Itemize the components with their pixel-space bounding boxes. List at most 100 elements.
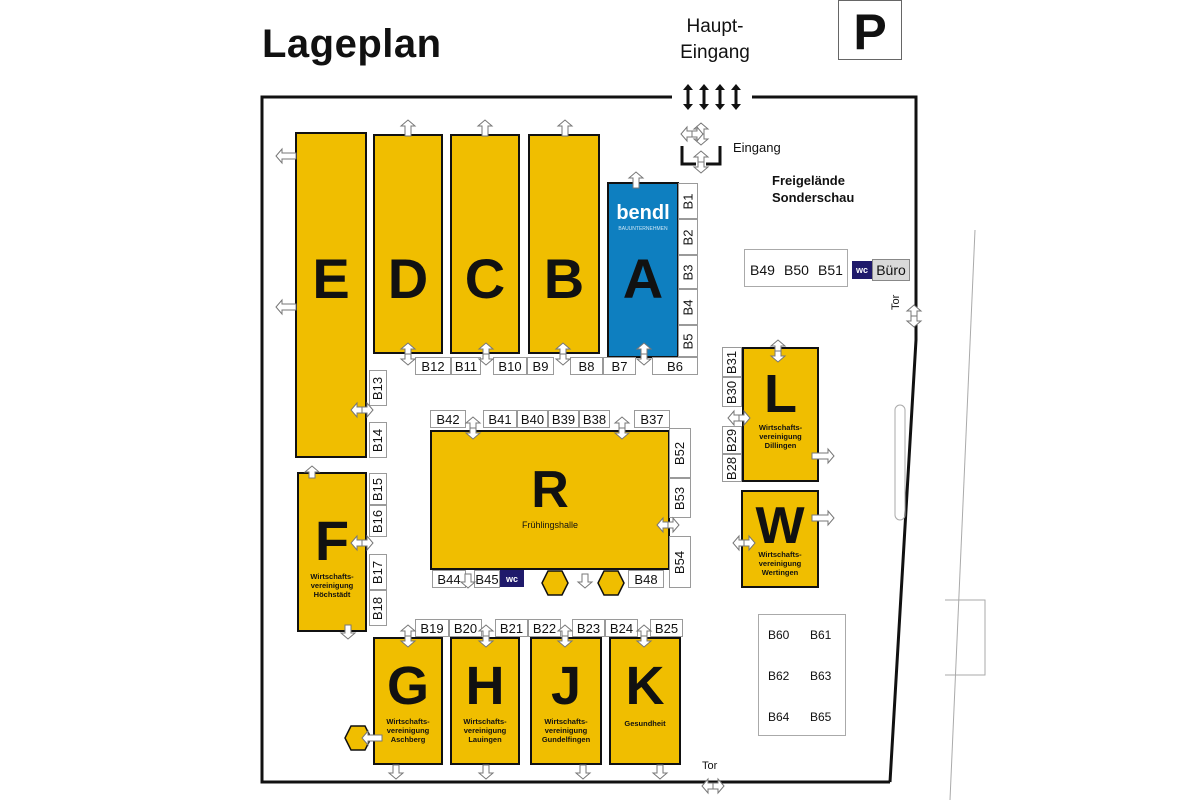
hall-a[interactable]: bendl BAUUNTERNEHMEN A [607,182,679,358]
booth-b3[interactable]: B3 [678,255,698,289]
booth-b63[interactable]: B63 [810,669,832,683]
booth-b49[interactable]: B49 [750,262,775,278]
booth-b2[interactable]: B2 [678,219,698,255]
booth-b31[interactable]: B31 [722,347,742,377]
booth-b8[interactable]: B8 [570,357,603,375]
wc-icon: wc [852,261,872,279]
office-label: Büro [872,259,910,281]
booth-label: B17 [370,560,386,584]
hall-k[interactable]: K Gesundheit [609,637,681,765]
booth-b30[interactable]: B30 [722,377,742,407]
booth-b14[interactable]: B14 [369,422,387,458]
booth-b24[interactable]: B24 [605,619,638,637]
booth-label: B3 [680,264,696,280]
hexagon-marker-icon [541,570,569,596]
booth-label: B40 [520,411,545,427]
booth-label: B24 [609,620,634,636]
booth-b41[interactable]: B41 [483,410,517,428]
booth-b20[interactable]: B20 [449,619,482,637]
booth-b39[interactable]: B39 [548,410,579,428]
booth-b4[interactable]: B4 [678,289,698,325]
hall-l[interactable]: L Wirtschafts- vereinigung Dillingen [742,347,819,482]
gate-label-south: Tor [702,760,718,772]
hall-r[interactable]: R Frühlingshalle [430,430,670,570]
booth-b19[interactable]: B19 [415,619,449,637]
booth-b5[interactable]: B5 [678,325,698,357]
booth-b62[interactable]: B62 [768,669,790,683]
booth-b54[interactable]: B54 [669,536,691,588]
hall-c[interactable]: C [450,134,520,354]
hall-b[interactable]: B [528,134,600,354]
hall-b-letter: B [543,247,585,310]
door-arrow-icon [477,764,495,780]
hall-h-subtitle: Wirtschafts- vereinigung Lauingen [463,717,507,744]
booth-label: B54 [672,550,688,574]
hexagon-marker-icon [597,570,625,596]
booth-b28[interactable]: B28 [722,454,742,482]
booth-b18[interactable]: B18 [369,590,387,626]
hall-w-subtitle: Wirtschafts- vereinigung Wertingen [758,550,802,577]
booth-label: B14 [370,428,386,452]
booth-b1[interactable]: B1 [678,183,698,219]
hall-g-subtitle: Wirtschafts- vereinigung Aschberg [386,717,430,744]
booth-b38[interactable]: B38 [579,410,610,428]
booth-b53[interactable]: B53 [669,478,691,518]
door-arrow-icon [477,353,495,366]
hall-l-letter: L [764,364,797,424]
door-arrow-icon [464,416,482,429]
booth-b12[interactable]: B12 [415,357,451,375]
booth-b50[interactable]: B50 [784,262,809,278]
booth-b15[interactable]: B15 [369,473,387,505]
booth-b51[interactable]: B51 [818,262,843,278]
booth-b22[interactable]: B22 [528,619,561,637]
booth-b21[interactable]: B21 [495,619,528,637]
hall-d[interactable]: D [373,134,443,354]
door-arrow-icon [635,624,653,637]
booth-b37[interactable]: B37 [634,410,670,428]
main-entrance-arrow-icon [683,84,693,90]
hall-w[interactable]: W Wirtschafts- vereinigung Wertingen [741,490,819,588]
booth-b25[interactable]: B25 [650,619,683,637]
hall-e[interactable]: E [295,132,367,458]
booth-b23[interactable]: B23 [572,619,605,637]
booth-label: B19 [420,620,444,636]
booth-label: B23 [576,620,601,636]
hall-c-letter: C [464,247,506,310]
hall-f[interactable]: F Wirtschafts- vereinigung Höchstädt [297,472,367,632]
booth-b42[interactable]: B42 [430,410,466,428]
booth-b7[interactable]: B7 [603,357,636,375]
hall-g[interactable]: G Wirtschafts- vereinigung Aschberg [373,637,443,765]
booth-b16[interactable]: B16 [369,505,387,537]
booth-b45[interactable]: B45 [474,570,500,588]
booth-b52[interactable]: B52 [669,428,691,478]
booth-b48[interactable]: B48 [628,570,664,588]
booth-b9[interactable]: B9 [527,357,554,375]
hall-h[interactable]: H Wirtschafts- vereinigung Lauingen [450,637,520,765]
booth-b11[interactable]: B11 [451,357,481,375]
hall-j[interactable]: J Wirtschafts- vereinigung Gundelfingen [530,637,602,765]
booth-b44[interactable]: B44 [432,570,466,588]
door-arrow-icon [712,777,725,795]
door-arrow-icon [399,624,417,637]
booth-b40[interactable]: B40 [517,410,548,428]
sponsor-tagline: BAUUNTERNEHMEN [618,226,668,232]
booth-b13[interactable]: B13 [369,370,387,406]
booth-b29[interactable]: B29 [722,426,742,454]
hall-j-subtitle: Wirtschafts- vereinigung Gundelfingen [541,717,591,744]
booth-label: B1 [680,193,696,209]
booth-b61[interactable]: B61 [810,628,832,642]
hall-r-subtitle: Frühlingshalle [521,520,579,530]
booth-b10[interactable]: B10 [493,357,527,375]
booth-b60[interactable]: B60 [768,628,790,642]
booth-label: B22 [532,620,557,636]
booth-b65[interactable]: B65 [810,710,832,724]
door-arrow-icon [701,777,714,795]
main-entrance-arrow-icon [731,84,741,90]
booth-b17[interactable]: B17 [369,554,387,590]
booth-label: B20 [453,620,478,636]
booth-b6[interactable]: B6 [652,357,698,375]
booth-label: B12 [421,358,445,374]
parking-sign: P [838,0,902,60]
booth-label: B28 [724,456,740,480]
booth-b64[interactable]: B64 [768,710,790,724]
